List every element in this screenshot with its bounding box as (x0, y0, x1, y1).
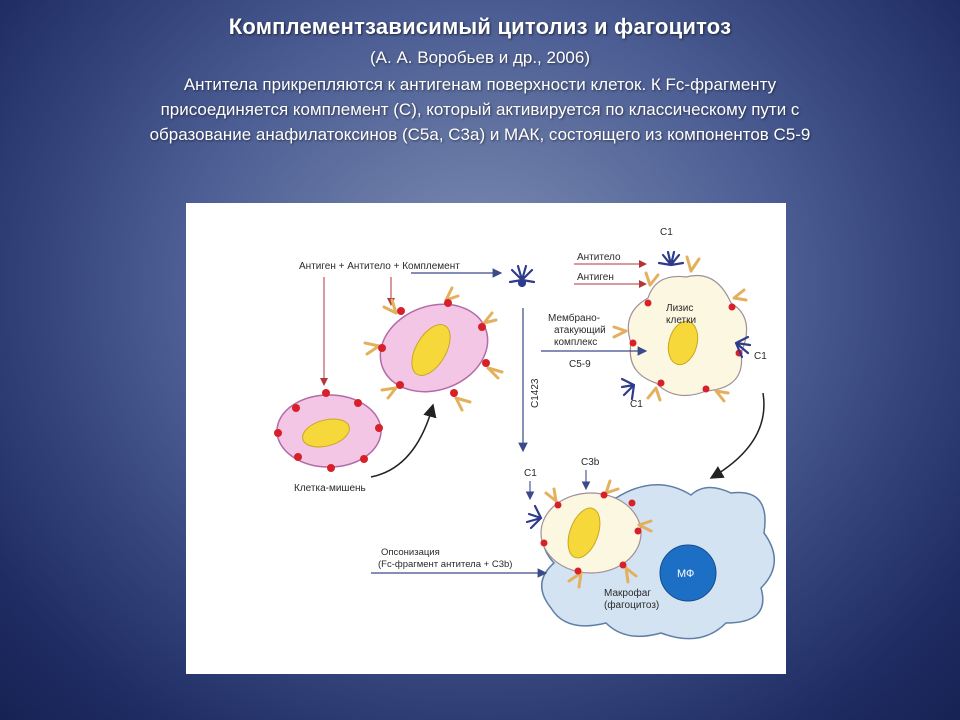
lysis-cell (612, 250, 752, 403)
c1-lower-label: С1 (524, 468, 537, 479)
antigen-dots (378, 299, 490, 397)
antigen-dots (540, 491, 642, 575)
curved-arrow-2 (709, 392, 765, 479)
macrophage-label-2: (фагоцитоз) (604, 599, 659, 611)
c3b-label: С3b (581, 457, 600, 468)
c1-top-label: С1 (660, 227, 673, 238)
antibody-coated-cell (363, 286, 504, 412)
slide-header: Комплементзависимый цитолиз и фагоцитоз … (0, 14, 960, 147)
description-line: Антитела прикрепляются к антигенам повер… (183, 75, 777, 94)
diagram-svg: Антиген + Антитело + Комплемент Клетка-м… (274, 227, 776, 640)
antigen-label: Антиген (577, 272, 614, 283)
slide-citation: (А. А. Воробьев и др., 2006) (370, 48, 590, 67)
mac-label-3: комплекс (554, 337, 597, 348)
c1-bottom-label: С1 (630, 399, 643, 410)
description-line: присоединяется комплемент (С), который а… (160, 100, 800, 119)
lysis-label-2: клетки (666, 315, 696, 326)
antibodies (363, 286, 504, 412)
antigen-dots (629, 299, 743, 393)
complement-complexes (525, 504, 543, 530)
mac-label-1: Мембрано- (548, 312, 600, 324)
opsonized-cell (525, 479, 653, 589)
diagram-figure: Антиген + Антитело + Комплемент Клетка-м… (186, 203, 786, 674)
curved-arrow-1 (370, 403, 437, 478)
antigen-dots (274, 389, 383, 472)
mf-label: МФ (677, 568, 694, 580)
antibody-label: Антитело (577, 252, 621, 263)
formula-label: Антиген + Антитело + Комплемент (299, 261, 460, 272)
opsonization-label-2: (Fc-фрагмент антитела + С3b) (378, 559, 512, 570)
c5-9-label: С5-9 (569, 359, 591, 370)
opsonization-label-1: Опсонизация (381, 547, 440, 558)
description-line: образование анафилатоксинов (С5а, С3а) и… (149, 125, 811, 144)
lysis-label-1: Лизис (666, 303, 693, 314)
slide-description: Антитела прикрепляются к антигенам повер… (60, 72, 900, 147)
c1423-label: С1423 (530, 378, 541, 408)
c1-right-label: С1 (754, 351, 767, 362)
target-cell (274, 389, 383, 472)
mac-label-2: атакующий (554, 325, 606, 336)
complement-complexes (620, 250, 752, 401)
target-cell-label: Клетка-мишень (294, 483, 366, 494)
complement-icon (508, 264, 536, 288)
macrophage-label-1: Макрофаг (604, 587, 651, 599)
slide-title: Комплементзависимый цитолиз и фагоцитоз (228, 14, 732, 39)
antibodies (612, 255, 748, 403)
